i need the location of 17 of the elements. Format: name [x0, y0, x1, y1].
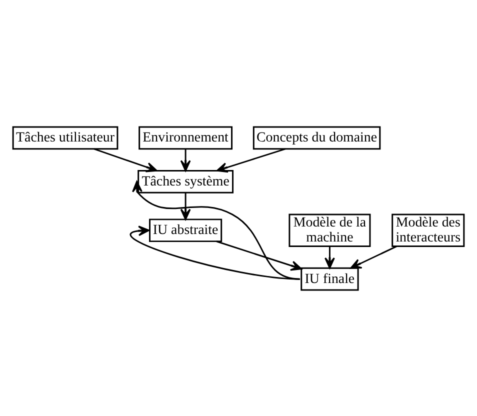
- arrow: [350, 245, 398, 268]
- node-box: Modèle des interacteurs: [392, 213, 465, 247]
- arrow: [324, 246, 335, 268]
- arrow: [130, 225, 300, 280]
- arrow: [216, 240, 302, 270]
- arrow: [180, 192, 191, 220]
- arrow: [216, 148, 286, 172]
- node-box: Modèle de la machine: [288, 213, 371, 247]
- arrow: [180, 148, 191, 171]
- arrow: [94, 148, 158, 172]
- node-box: Tâches utilisateur: [12, 126, 118, 150]
- node-box: IU finale: [300, 266, 359, 290]
- node-box: Environnement: [138, 126, 233, 150]
- arrow: [132, 180, 300, 280]
- node-box: Tâches système: [138, 169, 234, 193]
- node-box: Concepts du domaine: [252, 126, 381, 150]
- node-box: IU abstraite: [149, 218, 222, 242]
